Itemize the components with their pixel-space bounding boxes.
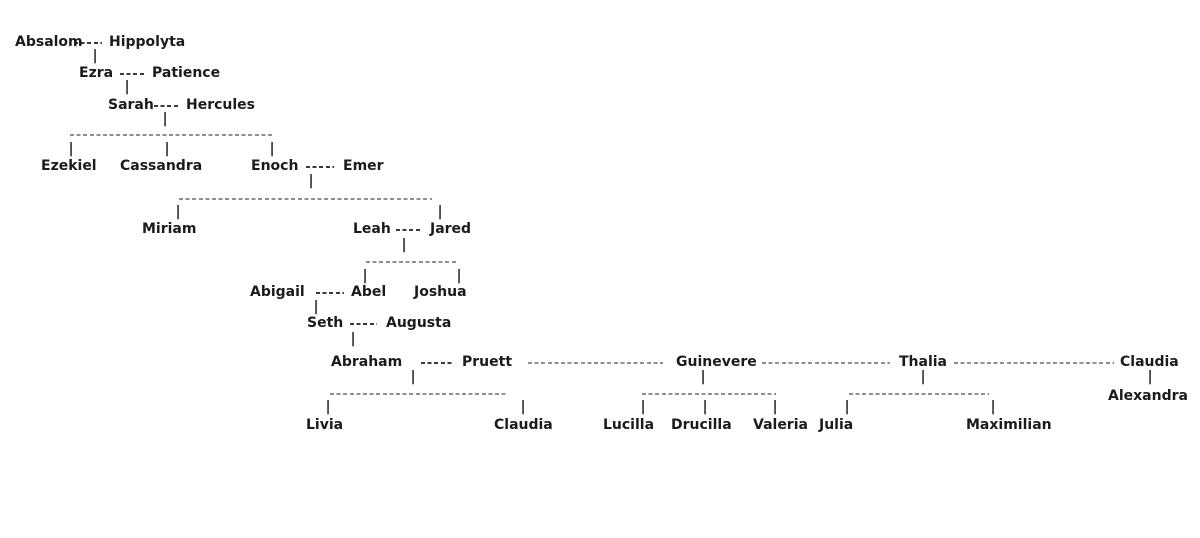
person-emer: Emer <box>343 158 384 174</box>
person-seth: Seth <box>307 315 344 331</box>
spouse-link-dashes <box>120 73 146 75</box>
children-branch-line <box>179 198 432 200</box>
remarriage-link-dashes <box>954 362 1114 364</box>
descent-pipe: | <box>990 399 996 415</box>
descent-pipe: | <box>520 399 526 415</box>
person-ezra: Ezra <box>79 65 114 81</box>
person-claudia-wife: Claudia <box>1120 354 1179 370</box>
person-thalia: Thalia <box>899 354 948 370</box>
descent-pipe: | <box>68 141 74 157</box>
descent-pipe: | <box>640 399 646 415</box>
descent-pipe: | <box>350 331 356 347</box>
children-branch-line <box>70 134 272 136</box>
person-abraham: Abraham <box>331 354 403 370</box>
children-branch-line <box>366 261 456 263</box>
remarriage-link-dashes <box>762 362 890 364</box>
person-drucilla: Drucilla <box>671 417 732 433</box>
person-jared: Jared <box>430 221 472 237</box>
person-livia: Livia <box>306 417 344 433</box>
person-miriam: Miriam <box>142 221 197 237</box>
spouse-link-dashes <box>421 362 454 364</box>
person-cassandra: Cassandra <box>120 158 203 174</box>
descent-pipe: | <box>325 399 331 415</box>
spouse-link-dashes <box>74 42 102 44</box>
person-valeria: Valeria <box>753 417 808 433</box>
spouse-link-dashes <box>154 105 180 107</box>
person-maximilian: Maximilian <box>966 417 1052 433</box>
person-guinevere: Guinevere <box>676 354 757 370</box>
spouse-link-dashes <box>350 323 377 325</box>
descent-pipe: | <box>410 369 416 385</box>
person-patience: Patience <box>152 65 221 81</box>
person-augusta: Augusta <box>386 315 452 331</box>
children-branch-line <box>330 393 506 395</box>
descent-pipe: | <box>175 204 181 220</box>
person-hippolyta: Hippolyta <box>109 34 186 50</box>
descent-pipe: | <box>1147 369 1153 385</box>
descent-pipe: | <box>437 204 443 220</box>
spouse-link-dashes <box>396 229 422 231</box>
person-sarah: Sarah <box>108 97 154 113</box>
descent-pipe: | <box>308 173 314 189</box>
person-pruett: Pruett <box>462 354 513 370</box>
descent-pipe: | <box>920 369 926 385</box>
descent-pipe: | <box>313 299 319 315</box>
person-leah: Leah <box>353 221 391 237</box>
descent-pipe: | <box>162 111 168 127</box>
descent-pipe: | <box>92 48 98 64</box>
descent-pipe: | <box>164 141 170 157</box>
children-branch-line <box>849 393 989 395</box>
person-enoch: Enoch <box>251 158 299 174</box>
spouse-link-dashes <box>306 166 334 168</box>
person-alexandra: Alexandra <box>1108 388 1188 404</box>
descent-pipe: | <box>700 369 706 385</box>
children-branch-line <box>642 393 776 395</box>
descent-pipe: | <box>844 399 850 415</box>
person-julia: Julia <box>819 417 854 433</box>
person-joshua: Joshua <box>414 284 467 300</box>
person-abigail: Abigail <box>250 284 305 300</box>
spouse-link-dashes <box>316 292 344 294</box>
remarriage-link-dashes <box>528 362 663 364</box>
descent-pipe: | <box>362 268 368 284</box>
person-claudia-child: Claudia <box>494 417 553 433</box>
person-hercules: Hercules <box>186 97 256 113</box>
person-ezekiel: Ezekiel <box>41 158 97 174</box>
descent-pipe: | <box>401 237 407 253</box>
descent-pipe: | <box>269 141 275 157</box>
descent-pipe: | <box>456 268 462 284</box>
descent-pipe: | <box>772 399 778 415</box>
descent-pipe: | <box>124 79 130 95</box>
person-abel: Abel <box>351 284 387 300</box>
person-lucilla: Lucilla <box>603 417 655 433</box>
descent-pipe: | <box>702 399 708 415</box>
person-absalom: Absalom <box>15 34 83 50</box>
